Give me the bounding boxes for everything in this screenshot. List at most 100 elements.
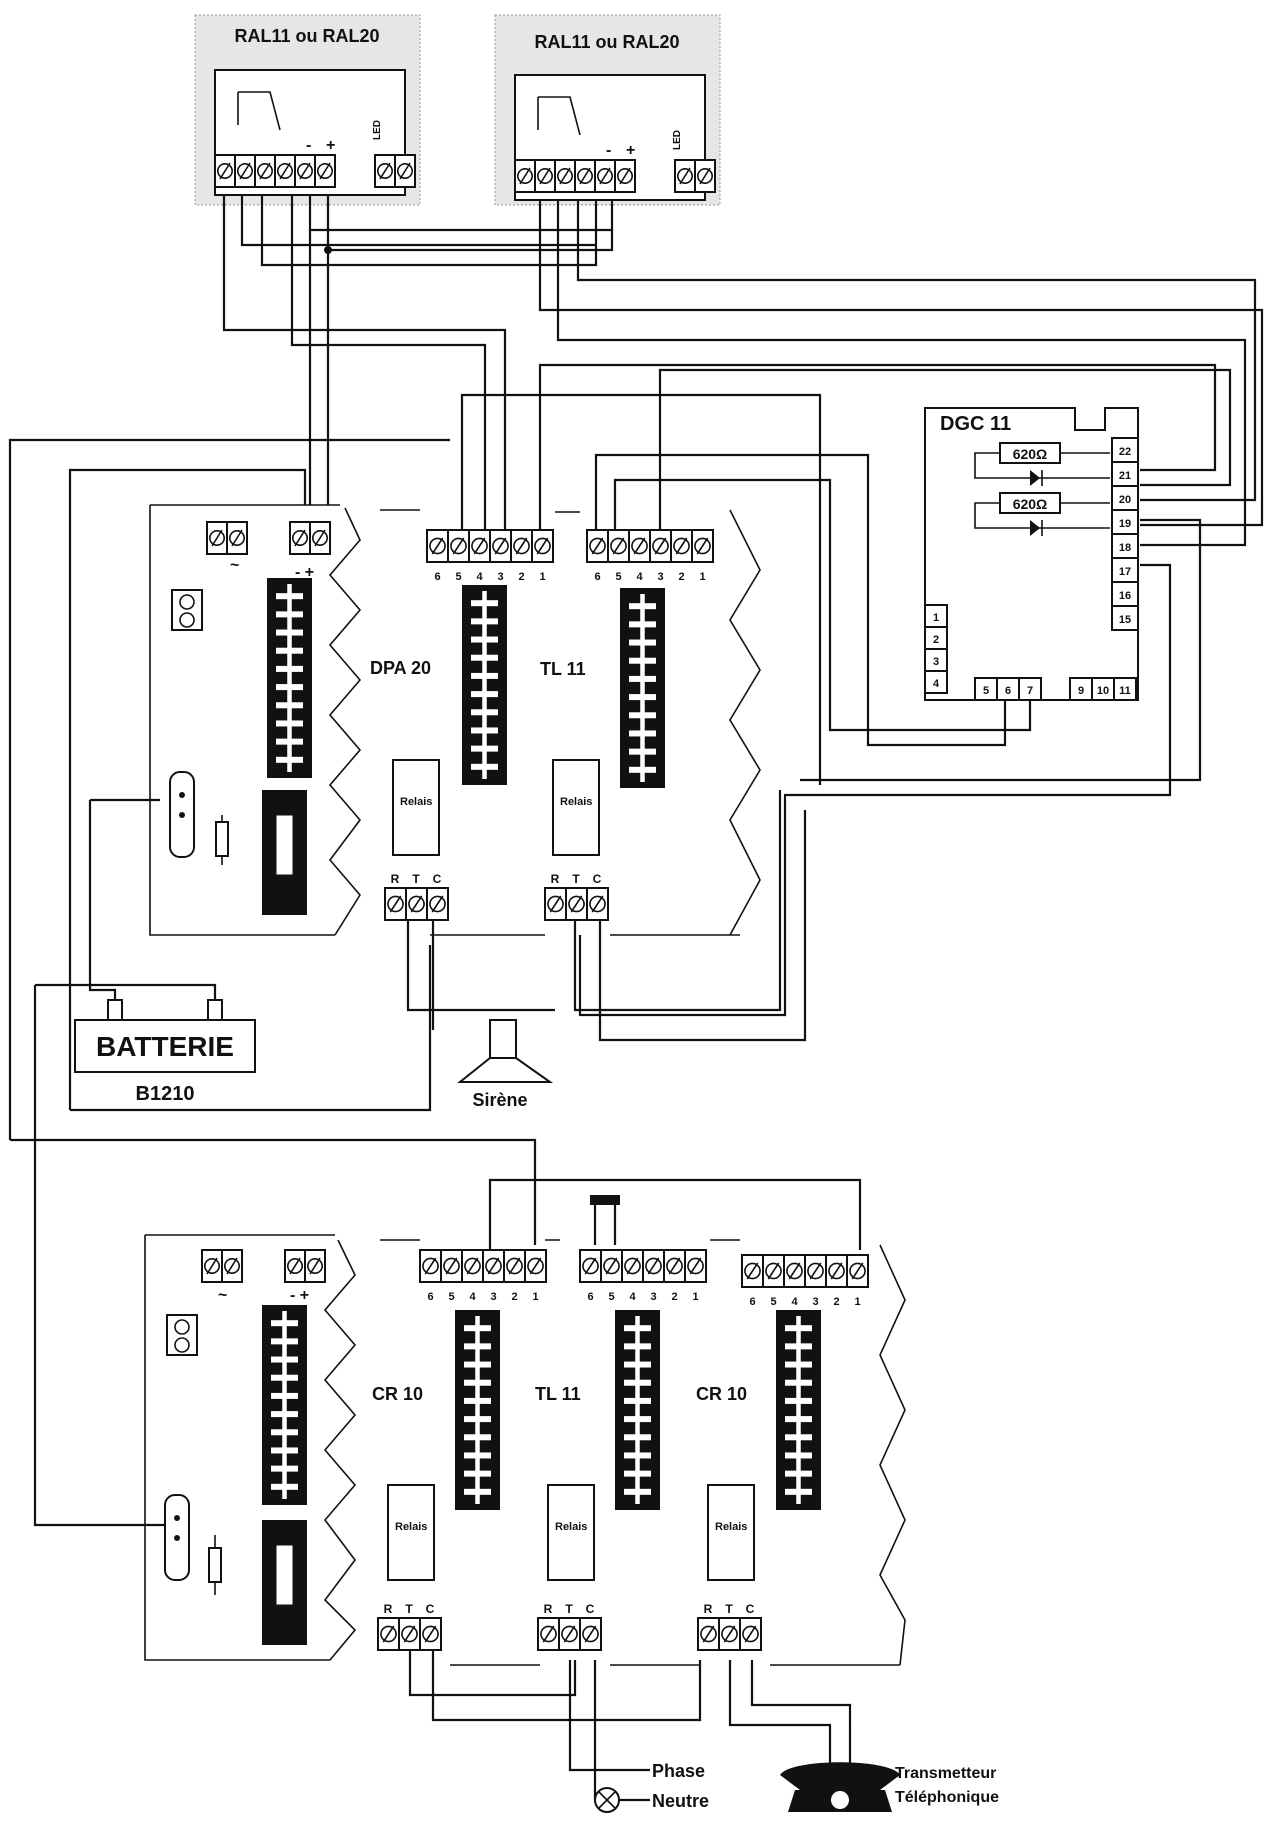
lower-input-1-number: 1 [532,1291,538,1303]
lower-input-2-number: 6 [587,1291,593,1303]
upper-input-2-number: 4 [636,571,643,583]
battery: BATTERIE B1210 [74,999,256,1105]
dgc11-terminal-number: 15 [1119,614,1131,626]
lower-relay-3-letter: T [725,1602,733,1616]
detector-right: RAL11 ou RAL20 - + LED [494,14,721,206]
lower-input-1-number: 4 [469,1291,476,1303]
lower-module-1-label: CR 10 [372,1384,423,1404]
dgc11-terminal [1111,533,1139,559]
lower-input-3-number: 1 [854,1296,860,1308]
upper-input-2-number: 1 [699,571,705,583]
dgc11-terminal-number: 4 [933,678,940,690]
upper-line-module-label: TL 11 [540,659,586,679]
dgc11-terminal-number: 7 [1027,685,1033,697]
lower-ac-label: ~ [218,1287,227,1304]
dgc11-terminal-number: 5 [983,685,989,697]
lower-input-1-number: 2 [511,1291,517,1303]
lower-module-2-label: TL 11 [535,1384,581,1404]
lower-input-3-number: 3 [812,1296,818,1308]
upper-relay-1-label: Relais [400,796,432,808]
upper-relay-1-letter: T [412,872,420,886]
dgc11-terminal-number: 22 [1119,446,1131,458]
upper-input-1-number: 6 [434,571,440,583]
upper-tl-card-slots [471,591,498,779]
lower-module-3-label: CR 10 [696,1384,747,1404]
upper-input-2-number: 3 [657,571,663,583]
dgc11-terminal-number: 11 [1119,685,1131,697]
upper-dc-label: - + [295,564,314,581]
lower-input-2-number: 1 [692,1291,698,1303]
lower-input-1-number: 3 [490,1291,496,1303]
lower-dc-terminal [284,1249,326,1283]
lower-relay-2-letter: C [586,1602,595,1616]
upper-input-1-number: 2 [518,571,524,583]
dgc11-terminal-number: 9 [1078,685,1084,697]
upper-relay-1-letter: R [391,872,400,886]
dgc11-title: DGC 11 [940,413,1011,435]
detector-left-terminals [214,154,416,188]
lower-relay-3-letter: R [704,1602,713,1616]
detector-right-terminals [514,159,716,193]
dgc11-terminal [1018,677,1042,701]
detector-right-led: LED [672,130,683,150]
dgc11-terminal-number: 21 [1119,470,1131,482]
upper-input-2-number: 6 [594,571,600,583]
phone-transmitter: Transmetteur Téléphonique [780,1762,999,1812]
lower-card3-slots [624,1316,651,1504]
resistor-620-2: 620Ω [974,492,1110,536]
lower-dc-label: - + [290,1287,309,1304]
dgc11-terminal-number: 18 [1119,542,1131,554]
upper-input-1-number: 4 [476,571,483,583]
detector-right-title: RAL11 ou RAL20 [534,32,679,52]
dgc11-terminal-number: 3 [933,656,939,668]
dgc11-terminal-number: 6 [1005,685,1011,697]
phase-label: Phase [652,1761,705,1781]
resistor-620-1: 620Ω [974,442,1110,486]
lower-relay-3-label: Relais [715,1521,747,1533]
upper-ac-label: ~ [230,557,239,574]
dgc11-terminal-number: 16 [1119,590,1131,602]
dgc11-left-terminals: 1 2 3 4 [924,604,948,694]
svg-text:620Ω: 620Ω [1013,496,1048,512]
lower-relay-3-letter: C [746,1602,755,1616]
detector-left: RAL11 ou RAL20 - + LED [194,14,421,206]
upper-input-1-number: 5 [455,571,461,583]
dgc11-terminal-number: 20 [1119,494,1131,506]
dgc11-terminal [1113,677,1137,701]
upper-input-2-number: 2 [678,571,684,583]
dgc11-terminal-number: 10 [1097,685,1109,697]
lower-relay-1-letter: C [426,1602,435,1616]
neutral-label: Neutre [652,1791,709,1811]
upper-relay-1-letter: C [433,872,442,886]
lower-relay-1-label: Relais [395,1521,427,1533]
lower-input-2-number: 4 [629,1291,636,1303]
siren-label: Sirène [472,1090,527,1110]
lower-input-1-number: 5 [448,1291,454,1303]
upper-card-slots [276,584,303,772]
dgc11-terminal [1111,581,1139,607]
lower-card2-slots [464,1316,491,1504]
detector-left-plus: + [326,137,335,154]
svg-text:620Ω: 620Ω [1013,446,1048,462]
upper-wiring [8,195,1264,1527]
lower-relay-2-letter: T [565,1602,573,1616]
dgc11-terminal-number: 2 [933,634,939,646]
lower-input-2-number: 5 [608,1291,614,1303]
detector-left-title: RAL11 ou RAL20 [234,26,379,46]
dgc11-terminal-number: 1 [933,612,939,624]
dgc11-terminal [1111,437,1139,463]
upper-input-1-number: 1 [539,571,545,583]
lower-input-3-number: 2 [833,1296,839,1308]
transmitter-label-2: Téléphonique [895,1789,999,1806]
dgc11-bottom-terminals: 5 6 7 9 10 11 [974,677,1137,701]
